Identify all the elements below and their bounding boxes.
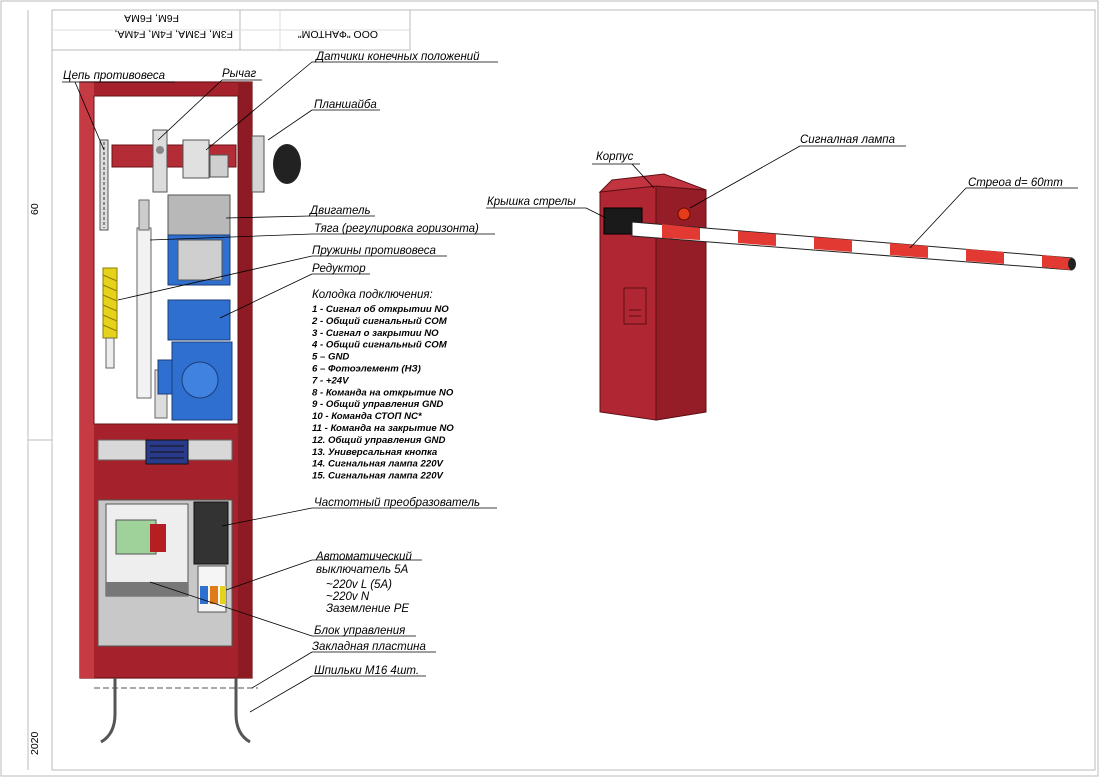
- terminal-header: Колодка подключения:: [312, 289, 433, 301]
- title-block: F3M, F3MA, F4M, F4MA, F6M, F6MA ООО "ФАН…: [51, 9, 411, 51]
- terminal-item: 15. Сигнальная лампа 220V: [312, 471, 445, 482]
- control-unit: [105, 503, 189, 597]
- faceplate: [251, 135, 301, 193]
- boom: [631, 221, 1076, 271]
- anchor-studs: [100, 678, 251, 744]
- label-breaker-l: ~220v L (5A): [326, 579, 392, 591]
- cabinet-drawing: [79, 81, 301, 744]
- label-motor: Двигатель: [308, 205, 371, 217]
- label-breaker-line2: выключатель 5А: [316, 564, 409, 576]
- logo-plate: [623, 287, 647, 325]
- label-breaker-n: ~220v N: [326, 591, 370, 603]
- label-faceplate: Планшайба: [314, 99, 377, 111]
- counterweight-springs: [102, 267, 118, 369]
- label-boom-cover: Крышка стрелы: [487, 196, 576, 208]
- leader-lines: [62, 61, 498, 713]
- label-signal-lamp: Сигналная лампа: [800, 134, 895, 146]
- title-company: ООО "ФАНТОМ": [298, 28, 378, 40]
- leader-lines-right: [486, 145, 1078, 249]
- signal-lamp: [677, 207, 691, 221]
- terminal-item: 3 - Сигнал о закрытии NO: [312, 328, 439, 339]
- din-rail: [97, 439, 233, 465]
- label-lever: Рычаг: [222, 68, 256, 80]
- cabinet-side-left: [80, 82, 94, 678]
- label-reducer: Редуктор: [312, 263, 366, 275]
- label-breaker-pe: Заземление PE: [326, 603, 409, 615]
- terminal-item: 8 - Команда на открытие NO: [312, 387, 454, 398]
- lever: [152, 129, 168, 193]
- label-boom: Стреоа d= 60mm: [968, 177, 1063, 189]
- counterweight-chain: [99, 139, 109, 231]
- terminal-item: 11 - Команда на закрытие NO: [312, 423, 454, 434]
- terminal-item: 14. Сигнальная лампа 220V: [312, 459, 445, 470]
- cabinet-side-right: [238, 82, 252, 678]
- motor: [167, 194, 231, 286]
- terminal-item: 13. Универсальная кнопка: [312, 447, 438, 458]
- label-embedded-plate: Закладная пластина: [312, 641, 426, 653]
- terminal-item: 4 - Общий сигнальный COM: [311, 340, 448, 351]
- label-breaker-line1: Автоматический: [315, 551, 412, 563]
- terminal-list: 1 - Сигнал об открытии NO2 - Общий сигна…: [311, 304, 454, 482]
- title-models-line1: F3M, F3MA, F4M, F4MA,: [115, 28, 233, 40]
- label-studs: Шпильки М16 4шт.: [314, 665, 419, 677]
- terminal-item: 12. Общий управления GND: [312, 435, 445, 446]
- label-springs: Пружины противовеса: [312, 245, 436, 257]
- reducer: [157, 299, 233, 421]
- terminal-item: 9 - Общий управления GND: [312, 399, 443, 410]
- label-freq-converter: Частотный преобразователь: [314, 497, 480, 509]
- inner-frame: [51, 9, 1096, 771]
- terminal-item: 2 - Общий сигнальный COM: [311, 316, 448, 327]
- terminal-item: 6 – Фотоэлемент (НЗ): [312, 364, 421, 375]
- label-counterweight-chain: Цепь противовеса: [63, 70, 165, 82]
- label-limit-sensors: Датчики конечных положений: [314, 51, 480, 63]
- terminal-item: 10 - Команда СТОП NC*: [312, 411, 423, 422]
- margin-top-number: 60: [29, 203, 41, 215]
- terminal-item: 5 – GND: [312, 352, 349, 363]
- label-housing: Корпус: [596, 151, 634, 163]
- terminal-item: 7 - +24V: [312, 375, 350, 386]
- frequency-converter: [193, 501, 229, 565]
- margin-year: 2020: [29, 731, 41, 755]
- label-control-unit: Блок управления: [314, 625, 405, 637]
- title-models-line2: F6M, F6MA: [124, 12, 179, 24]
- barrier-view: [598, 173, 1076, 421]
- terminal-item: 1 - Сигнал об открытии NO: [312, 304, 449, 315]
- circuit-breaker: [197, 565, 227, 613]
- label-rod: Тяга (регулировка горизонта): [314, 223, 479, 235]
- limit-sensors: [182, 139, 229, 179]
